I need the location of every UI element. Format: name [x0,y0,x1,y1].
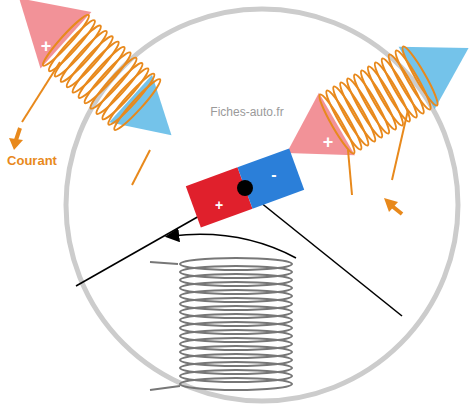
current-arrow [9,138,23,150]
coil-winding [180,378,292,390]
polarity-sign: - [435,35,441,53]
current-arrow [16,128,20,140]
housing-circle [66,9,458,401]
coil-winding [111,76,164,133]
current-arrow [384,198,398,212]
wire [392,110,408,180]
wire [348,150,352,195]
wire [150,386,180,390]
polarity-sign: + [41,37,52,55]
wire [150,262,178,264]
polarity-sign: - [271,167,276,183]
rotation-arrow [172,234,296,258]
coil-winding [399,44,442,108]
wire [132,150,150,185]
bottom-coil [180,258,292,390]
needle-line [245,190,402,316]
wire [22,62,60,122]
current-label: Courant [7,154,57,167]
needle-line [76,190,245,286]
polarity-sign: + [215,198,223,212]
polarity-sign: + [323,133,334,151]
watermark: Fiches-auto.fr [210,106,283,118]
current-arrow [392,206,402,214]
pivot [237,180,253,196]
right-coil [269,17,474,184]
rotor-magnet [186,149,304,228]
left-coil [0,0,197,164]
